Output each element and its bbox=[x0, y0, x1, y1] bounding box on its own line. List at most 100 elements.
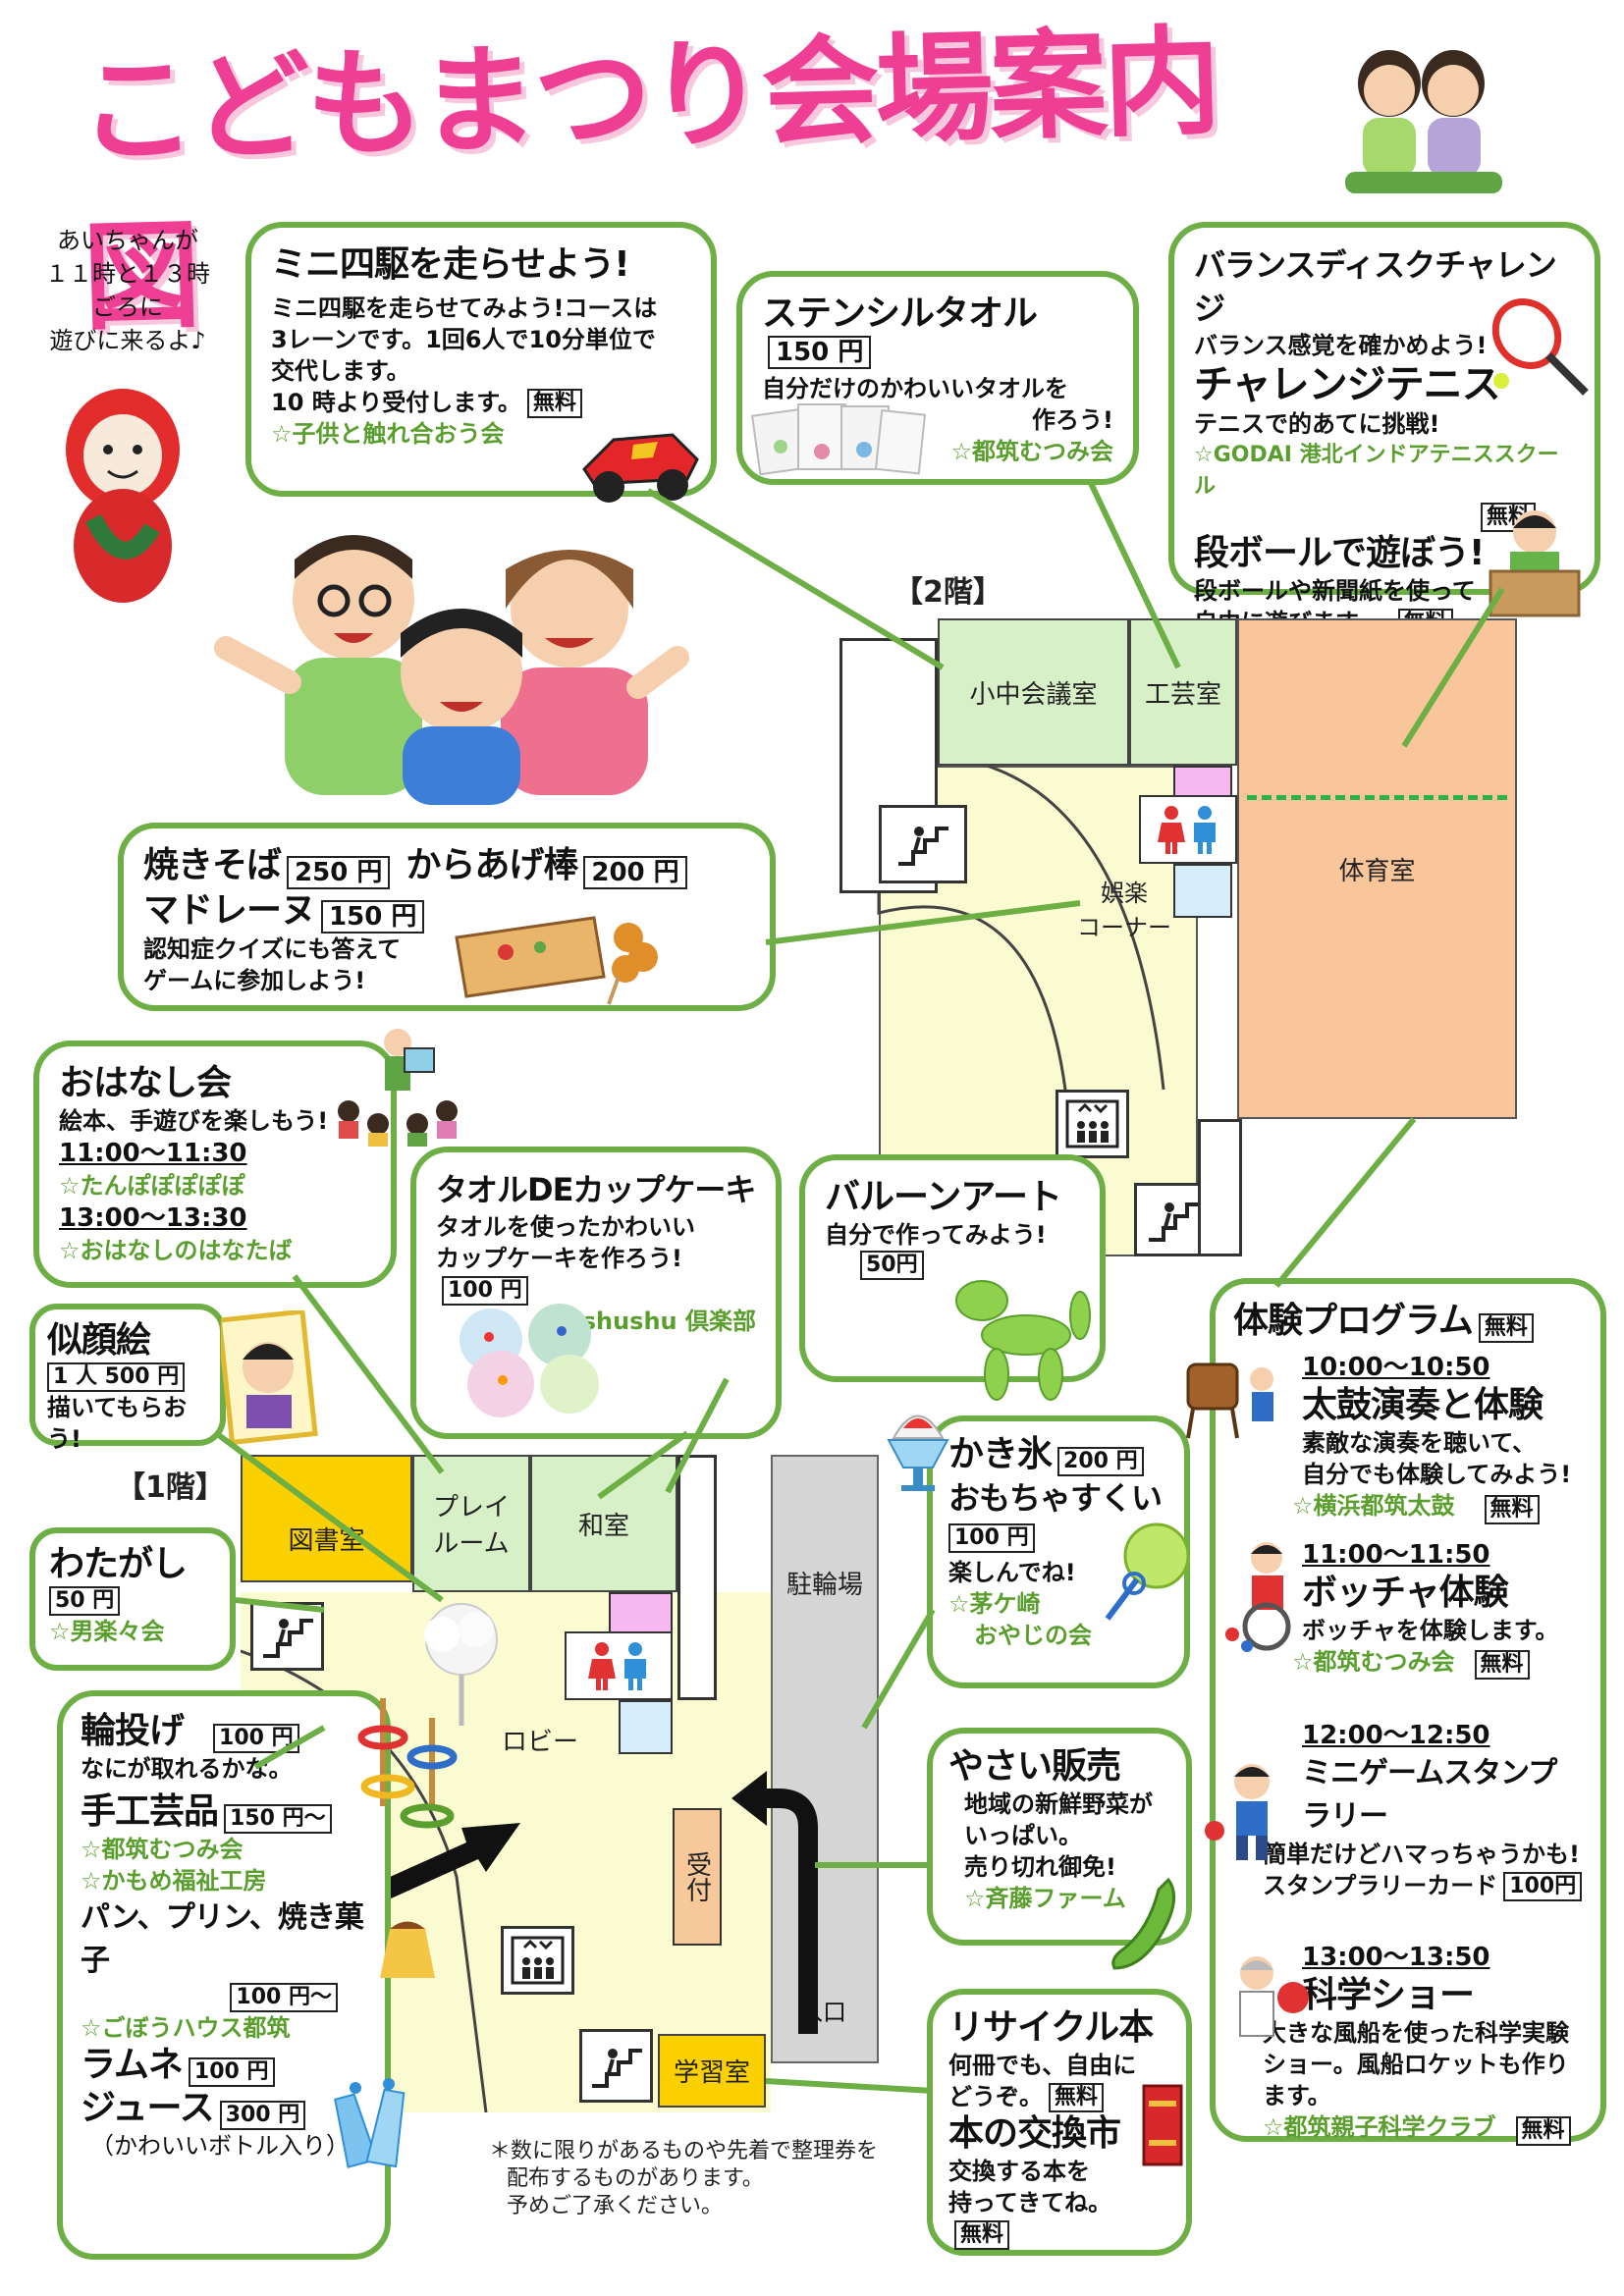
taiken-price: 無料 bbox=[1478, 1312, 1534, 1343]
science-org-row: ☆都筑親子科学クラブ無料 bbox=[1233, 2111, 1583, 2146]
ohanashi-time2: 13:00～13:30 bbox=[59, 1203, 247, 1233]
room-lobby[interactable]: ロビー bbox=[501, 1727, 578, 1757]
cucumber-icon bbox=[1100, 1870, 1188, 1978]
balloon-bubble: バルーンアート 自分で作ってみよう! 50円 bbox=[799, 1154, 1106, 1382]
craft-org1: ☆都筑むつみ会 bbox=[81, 1836, 244, 1863]
cupcake-text-l2: カップケーキを作ろう! bbox=[436, 1245, 682, 1272]
stamp-price: 100円 bbox=[1503, 1872, 1583, 1901]
balloon-title: バルーンアート bbox=[825, 1177, 1062, 1217]
yasai-text: 地域の新鮮野菜が bbox=[964, 1790, 1153, 1818]
aichan-line: あいちゃんが bbox=[57, 227, 198, 254]
kids-illustration bbox=[1335, 39, 1512, 206]
balloon-text: 自分で作ってみよう! bbox=[825, 1221, 1047, 1249]
science-price: 無料 bbox=[1515, 2115, 1571, 2146]
yonku-title: ミニ四駆を走らせよう! bbox=[271, 244, 630, 285]
craft-org2: ☆かもめ福祉工房 bbox=[81, 1867, 267, 1895]
science-text: 大きな風船を使った科学実験 bbox=[1263, 2019, 1569, 2047]
madeleine-price: 150 円 bbox=[321, 900, 425, 934]
room-bike-parking[interactable]: 駐輪場 bbox=[771, 1455, 879, 2063]
aichan-line: ごろに bbox=[92, 294, 163, 321]
kakigori-text: 楽しんでね! bbox=[948, 1559, 1076, 1586]
yonku-text: 10 時より受付します。無料 bbox=[271, 387, 691, 418]
water-balloon-icon bbox=[1100, 1517, 1198, 1625]
race-car-icon bbox=[574, 410, 702, 508]
red-book-icon bbox=[1139, 2081, 1188, 2169]
restroom-icon-2f bbox=[1139, 795, 1237, 864]
elevator-icon-2f bbox=[1056, 1090, 1129, 1158]
cardboard-boy-icon bbox=[1481, 503, 1589, 620]
craft-title: 手工芸品 bbox=[81, 1791, 219, 1832]
yakisoba-text: 認知症クイズにも答えて bbox=[143, 935, 402, 963]
ohanashi-bubble: おはなし会 絵本、手遊びを楽しもう! 11:00～11:30 ☆たんぽぽぽぽぽ … bbox=[33, 1041, 397, 1288]
science-time: 13:00～13:50 bbox=[1302, 1943, 1490, 1972]
boccia-text: ボッチャを体験します。 bbox=[1302, 1616, 1559, 1644]
portrait-icon bbox=[221, 1310, 319, 1448]
science-text: ショー。風船ロケットも作ります。 bbox=[1263, 2051, 1569, 2109]
kakigori-title: かき氷 bbox=[948, 1434, 1053, 1474]
science-title: 科学ショー bbox=[1302, 1975, 1475, 2015]
balance-text: バランス感覚を確かめよう! bbox=[1194, 332, 1488, 359]
room-craft[interactable]: 工芸室 bbox=[1129, 618, 1237, 766]
taiko-org: ☆横浜都筑太鼓 bbox=[1292, 1492, 1455, 1520]
recycle-text-l2: どうぞ。 bbox=[948, 2083, 1043, 2110]
room-gym[interactable]: 体育室 bbox=[1237, 618, 1517, 1119]
room-playroom[interactable]: プレイ ルーム bbox=[412, 1455, 530, 1592]
cupcake-org: ☆shushu 倶楽部 bbox=[561, 1308, 756, 1335]
floor2-label: 【2階】 bbox=[893, 575, 1002, 610]
book-exchange-title: 本の交換市 bbox=[948, 2113, 1121, 2154]
page-title: こどもまつり会場案内図 bbox=[77, 14, 1219, 347]
ohanashi-text: 絵本、手遊びを楽しもう! bbox=[59, 1107, 329, 1135]
recycle-title: リサイクル本 bbox=[948, 2007, 1154, 2048]
nigaoe-price-row: 1 人 500 円 bbox=[47, 1362, 208, 1392]
book-exchange-text: 持ってきてね。無料 bbox=[948, 2187, 1170, 2250]
balloon-price-row: 50円 bbox=[825, 1251, 1080, 1280]
cupcake-price: 100 円 bbox=[442, 1276, 528, 1306]
taiko-price: 無料 bbox=[1484, 1494, 1540, 1524]
boccia-price: 無料 bbox=[1474, 1650, 1530, 1680]
room-washitsu[interactable]: 和室 bbox=[530, 1455, 677, 1592]
balloon-price: 50円 bbox=[860, 1251, 924, 1280]
room-reception[interactable]: 受付 bbox=[673, 1808, 722, 1946]
pudding-icon bbox=[368, 1914, 447, 1983]
room-corner[interactable]: 娯楽 コーナー bbox=[1077, 880, 1171, 941]
watagashi-price-row: 50 円 bbox=[49, 1586, 216, 1616]
tennis-racket-icon bbox=[1488, 294, 1596, 402]
footnote-line: 配布するものがあります。 bbox=[507, 2166, 764, 2191]
yasai-bubble: やさい販売 地域の新鮮野菜が いっぱい。 売り切れ御免! ☆斉藤ファーム bbox=[927, 1728, 1192, 1946]
stairs-icon-1f-bottom bbox=[579, 2029, 653, 2103]
towel-illustration bbox=[751, 393, 928, 481]
juice-text: （かわいいボトル入り） bbox=[90, 2132, 350, 2160]
wanage-text: なにが取れるかな。 bbox=[81, 1755, 293, 1783]
taiko-text: 素敵な演奏を聴いて、 bbox=[1302, 1429, 1537, 1457]
nigaoe-bubble: 似顔絵 1 人 500 円 描いてもらおう! bbox=[29, 1304, 226, 1453]
recycle-price: 無料 bbox=[1049, 2083, 1105, 2112]
restroom-icon-1f bbox=[565, 1631, 673, 1700]
stencil-header: ステンシルタオル150 円 bbox=[762, 293, 1113, 369]
bread-org: ☆ごぼうハウス都筑 bbox=[81, 2014, 291, 2042]
stairs-icon-2f-top bbox=[879, 805, 967, 883]
room-meeting[interactable]: 小中会議室 bbox=[938, 618, 1129, 766]
room-library[interactable]: 図書室 bbox=[241, 1455, 412, 1582]
cupcake-text: タオルを使ったかわいい bbox=[436, 1213, 695, 1241]
entrance-arrow-right bbox=[731, 1759, 839, 2034]
juice-price: 300 円 bbox=[219, 2100, 306, 2130]
storytelling-icon bbox=[324, 1021, 471, 1148]
taiko-org-row: ☆横浜都筑太鼓 無料 bbox=[1233, 1490, 1583, 1524]
yonku-text: 3レーンです。1回6人で10分単位で bbox=[271, 326, 656, 353]
ramune-title: ラムネ bbox=[81, 2045, 184, 2085]
program-science-show: 13:00～13:50 科学ショー bbox=[1233, 1941, 1583, 2017]
yonku-text: 交代します。 bbox=[271, 357, 410, 385]
elevator-icon-1f bbox=[501, 1926, 574, 1995]
scientist-icon bbox=[1222, 1949, 1311, 2056]
boccia-org: ☆都筑むつみ会 bbox=[1292, 1647, 1455, 1676]
ramune-bottles-icon bbox=[324, 2066, 422, 2174]
room-study[interactable]: 学習室 bbox=[658, 2034, 766, 2108]
aichan-line: 遊びに来るよ♪ bbox=[49, 327, 206, 354]
shaved-ice-icon bbox=[884, 1399, 952, 1497]
taiko-title: 太鼓演奏と体験 bbox=[1302, 1385, 1543, 1425]
kakigori-org1: ☆茅ケ崎 bbox=[948, 1590, 1041, 1618]
yakisoba-food-icon bbox=[447, 898, 673, 1006]
